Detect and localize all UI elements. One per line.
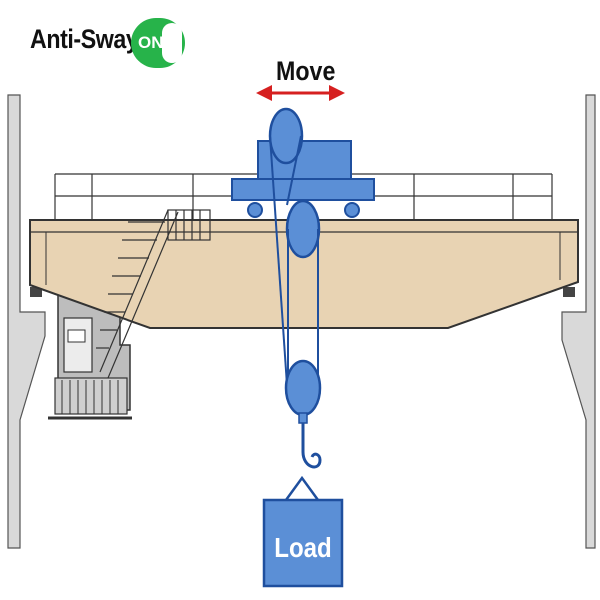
left-building-column — [7, 94, 46, 549]
move-label: Move — [276, 56, 336, 86]
toggle-knob — [162, 23, 182, 63]
move-direction-arrow — [256, 85, 345, 101]
toggle-state-label: ON — [138, 33, 164, 52]
access-ladder — [96, 209, 211, 379]
crane-hook — [301, 423, 322, 469]
right-building-column — [561, 94, 596, 549]
load-box — [262, 498, 344, 588]
load-label: Load — [274, 532, 332, 563]
left-rail-support — [30, 287, 42, 297]
hook-block — [284, 359, 322, 424]
hoist-ropes — [269, 135, 319, 386]
anti-sway-toggle[interactable]: ON — [131, 18, 185, 68]
hoist-trolley — [231, 107, 375, 218]
operator-cab — [48, 284, 132, 420]
anti-sway-title: Anti-Sway — [30, 24, 139, 54]
load-sling — [284, 475, 320, 501]
right-rail-support — [563, 287, 575, 297]
trolley-sheave — [285, 199, 321, 259]
